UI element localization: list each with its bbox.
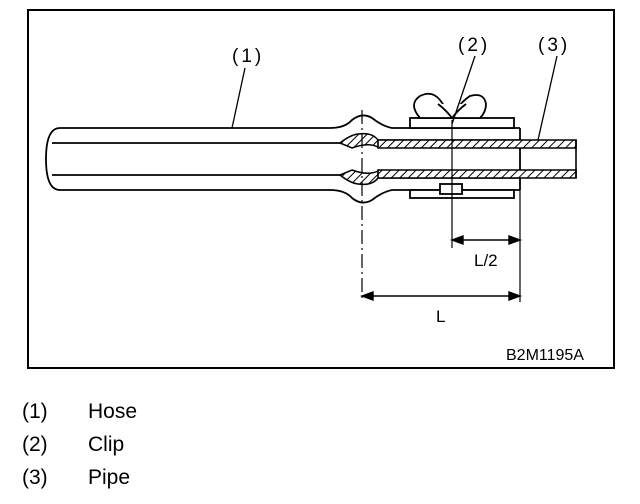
legend-number: (1): [22, 400, 48, 423]
legend-item-hose: (1) Hose: [22, 395, 322, 428]
dimension-length: [359, 291, 523, 301]
callout-clip: (2): [458, 35, 490, 56]
clip: [409, 92, 515, 199]
dimension-half-length-label: L/2: [474, 251, 498, 270]
callout-hose: (1): [232, 46, 264, 67]
dimension-half-length: [449, 235, 523, 245]
legend-label: Pipe: [88, 466, 131, 489]
hose-clip-diagram: (1) (2) (3) L/2 L B2M1195A: [27, 9, 615, 369]
pipe: [377, 139, 577, 179]
dimension-length-label: L: [436, 307, 445, 326]
legend-label: Clip: [88, 433, 125, 456]
legend-label: Hose: [88, 400, 138, 423]
legend-item-pipe: (3) Pipe: [22, 461, 322, 494]
figure-id: B2M1195A: [506, 347, 584, 364]
legend-number: (2): [22, 433, 48, 456]
leader-lines: [231, 55, 558, 141]
legend-number: (3): [22, 466, 48, 489]
extension-lines: [451, 120, 521, 302]
figure-frame: [27, 9, 615, 369]
callout-pipe: (3): [538, 35, 570, 56]
legend-item-clip: (2) Clip: [22, 428, 322, 461]
legend: (1) Hose (2) Clip (3) Pipe: [22, 395, 322, 494]
